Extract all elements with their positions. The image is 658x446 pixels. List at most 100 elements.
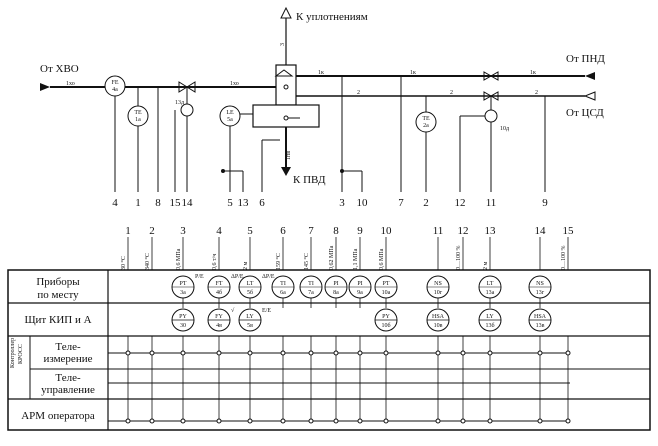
- pipe-label-1pv: 1пв: [286, 151, 292, 160]
- column-number: 1: [125, 225, 131, 237]
- local-instrument-tag: NS: [434, 281, 442, 287]
- column-param: 0…100 %: [456, 246, 462, 271]
- signal-node: [357, 350, 363, 356]
- column-param: 2 м: [243, 262, 249, 271]
- column-number: 14: [535, 225, 547, 237]
- local-instrument-num: 5б: [247, 289, 253, 296]
- signal-node: [565, 350, 571, 356]
- scheme-number: 4: [112, 197, 118, 209]
- scheme-number: 2: [423, 197, 429, 209]
- signal-node: [180, 418, 186, 424]
- panel-instrument-num: 10в: [434, 323, 443, 329]
- signal-node: [149, 350, 155, 356]
- panel-instrument-num: 13б: [485, 322, 494, 329]
- panel-instrument-tag: HSA: [432, 314, 445, 320]
- local-instrument-note: ΔP/E: [262, 274, 275, 280]
- column-signal-lines: [125, 336, 571, 424]
- local-instrument-num: 6а: [280, 290, 286, 296]
- instrument-FE-num: 4а: [112, 87, 118, 93]
- instrument-FE-4a: [104, 75, 126, 97]
- column-number: 3: [180, 225, 186, 237]
- pipe-label-1xo-a: 1хо: [66, 81, 75, 87]
- local-instrument-tag: PI: [333, 281, 338, 287]
- row-label-teleizm-1: Теле-: [55, 341, 81, 353]
- local-instrument-tag: NS: [536, 281, 544, 287]
- panel-instrument-num: 30: [180, 323, 186, 329]
- arrow-left-icon: [585, 72, 595, 80]
- node: [221, 169, 225, 173]
- signal-node: [537, 350, 543, 356]
- row-label-kontroller-1: Контроллер: [10, 338, 16, 368]
- node: [340, 169, 344, 173]
- scheme-number: 5: [227, 197, 233, 209]
- instrument-FE-tag: FE: [111, 80, 118, 86]
- scheme-number: 6: [259, 197, 265, 209]
- signal-node: [149, 418, 155, 424]
- local-instrument-num: 4б: [216, 289, 222, 296]
- column-number: 12: [458, 225, 469, 237]
- local-instrument-tag: TI: [308, 281, 314, 287]
- label-k-pvd: К ПВД: [293, 174, 326, 186]
- column-number: 2: [149, 225, 155, 237]
- local-instrument-tag: PT: [382, 281, 389, 287]
- column-number: 15: [563, 225, 575, 237]
- arrow-right-icon: [40, 83, 50, 91]
- panel-instrument-tag: HSA: [534, 314, 547, 320]
- column-param: 0,6 т/ч: [212, 254, 218, 270]
- column-param: 0,6 МПа: [176, 248, 182, 270]
- node: [283, 115, 289, 121]
- row-label-kontroller-2: КРОСС: [18, 344, 24, 364]
- column-param: 0,6 МПа: [379, 248, 385, 270]
- signal-node: [216, 350, 222, 356]
- valve-icon: [186, 81, 196, 93]
- local-instruments: PT3аP/EFT4бΔP/ELT5бΔP/ETI6аTI7аPI8аPI9аP…: [171, 274, 552, 308]
- panel-instrument-note: √: [231, 307, 235, 314]
- instrument-TE-2a: [415, 111, 437, 133]
- local-instrument-note: P/E: [195, 274, 204, 280]
- local-instrument-num: 3а: [180, 290, 186, 296]
- scheme-number: 15: [170, 197, 182, 209]
- local-instrument-tag: LT: [247, 281, 254, 287]
- signal-node: [435, 418, 441, 424]
- column-param: 30 °C: [120, 256, 127, 270]
- scheme-number: 12: [455, 197, 466, 209]
- signal-node: [537, 418, 543, 424]
- node: [283, 84, 289, 90]
- pipe-label-2-c: 2: [535, 90, 538, 96]
- pipe-label-1k-a: 1к: [318, 70, 324, 76]
- label-13d: 13д: [175, 100, 184, 106]
- signal-node: [125, 350, 131, 356]
- column-number: 6: [280, 225, 286, 237]
- scheme-number: 14: [182, 197, 194, 209]
- signal-node: [487, 350, 493, 356]
- arrow-down-icon: [281, 167, 291, 176]
- column-number: 9: [357, 225, 363, 237]
- instrument-LE-num: 5а: [227, 117, 233, 123]
- instrument-TE2-tag: TE: [422, 116, 430, 122]
- panel-instrument-num: 10б: [381, 322, 390, 329]
- panel-instrument-tag: PY: [382, 314, 390, 320]
- arrow-up-icon: [280, 6, 292, 19]
- column-cap: [274, 69, 294, 77]
- column-param: 1,1 МПа: [353, 248, 359, 270]
- scheme-number: 11: [486, 197, 497, 209]
- instrument-TE2-num: 2а: [423, 123, 429, 129]
- signal-node: [280, 418, 286, 424]
- instrument-LE-tag: LE: [226, 110, 234, 116]
- scheme-number: 7: [398, 197, 404, 209]
- local-instrument-num: 13г: [536, 290, 545, 296]
- column-number: 13: [485, 225, 497, 237]
- signal-node: [180, 350, 186, 356]
- local-instrument-note: ΔP/E: [231, 274, 244, 280]
- instrument-TE1-num: 1а: [135, 117, 141, 123]
- column-param: 159 °C: [275, 253, 282, 270]
- table-frame: [7, 269, 651, 431]
- signal-node: [308, 418, 314, 424]
- label-ot-hvo: От ХВО: [40, 63, 79, 75]
- valve-icon: [483, 71, 493, 81]
- pipe-label-2-b: 2: [450, 90, 453, 96]
- local-instrument-tag: LT: [487, 281, 494, 287]
